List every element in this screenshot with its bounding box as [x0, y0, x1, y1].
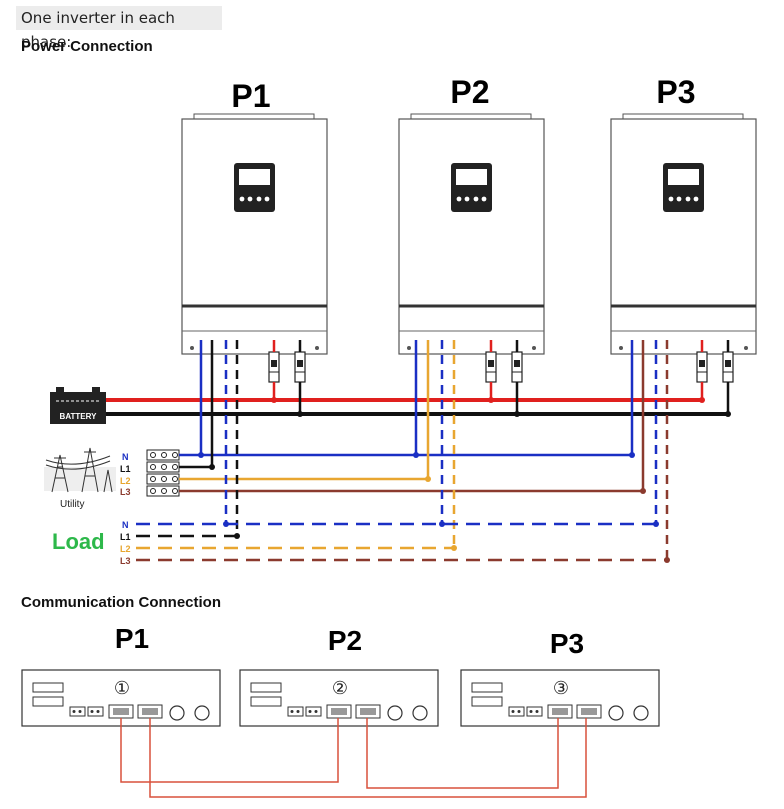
breaker-p3-a — [696, 351, 708, 383]
load-n-label: N — [122, 520, 129, 530]
breaker-p2-a — [485, 351, 497, 383]
utility-label: Utility — [60, 499, 84, 510]
inverter-p2 — [397, 112, 546, 356]
utility-l3-label: L3 — [120, 487, 131, 497]
inverter-label-p2: P2 — [450, 74, 489, 110]
load-l1-label: L1 — [120, 532, 131, 542]
comm-port-p2: ② — [332, 678, 348, 698]
comm-label-p1: P1 — [115, 623, 149, 654]
inverter-label-p1: P1 — [231, 78, 270, 114]
battery-label: BATTERY — [60, 412, 98, 421]
load-l2-label: L2 — [120, 544, 131, 554]
inverter-p1 — [180, 112, 329, 356]
comm-port-p1: ① — [114, 678, 130, 698]
utility-l2-label: L2 — [120, 476, 131, 486]
inverter-label-p3: P3 — [656, 74, 695, 110]
communication-connection-title: Communication Connection — [21, 594, 221, 611]
breaker-p1-a — [268, 351, 280, 383]
utility-tower-icon — [44, 447, 116, 493]
comm-cables — [120, 718, 587, 798]
power-connection-title: Power Connection — [21, 38, 153, 55]
comm-label-p2: P2 — [328, 625, 362, 656]
battery-icon: BATTERY — [50, 387, 106, 424]
comm-port-p3: ③ — [553, 678, 569, 698]
breaker-p3-b — [722, 351, 734, 383]
load-l3-label: L3 — [120, 556, 131, 566]
utility-n-label: N — [122, 452, 129, 462]
breaker-p2-b — [511, 351, 523, 383]
utility-l1-label: L1 — [120, 464, 131, 474]
load-label: Load — [52, 529, 105, 554]
breaker-p1-b — [294, 351, 306, 383]
intro-text: One inverter in each phase: — [16, 6, 222, 51]
inverter-p3 — [609, 112, 758, 356]
comm-label-p3: P3 — [550, 628, 584, 659]
utility-terminal-block — [146, 449, 180, 497]
